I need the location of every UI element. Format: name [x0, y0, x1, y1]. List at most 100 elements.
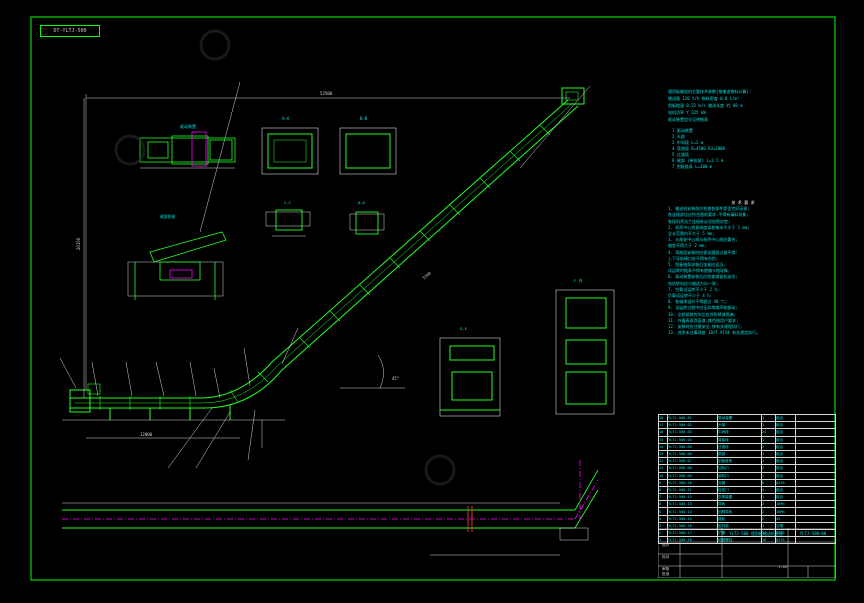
bom-cell: Q235 [775, 478, 796, 487]
bom-cell [795, 413, 836, 423]
sig-review: 审核 [662, 567, 670, 571]
bom-cell: 15 [658, 435, 668, 444]
main-dimension-lines [59, 81, 591, 469]
bom-cell [795, 536, 836, 545]
bom-cell: 组合 [775, 442, 796, 451]
bom-cell: 1 [761, 471, 776, 480]
bom-cell: 加料口 [717, 464, 762, 473]
bom-cell [795, 507, 836, 516]
bom-cell: 5 [658, 507, 668, 516]
legend-line: 6 尾部 (带张紧) L=2.5 m [672, 158, 724, 163]
note-line: 电机功率 Y 225 kW [668, 110, 706, 115]
bom-cell: 12 [658, 457, 668, 466]
bom-cell [795, 435, 836, 444]
bom-cell: 卸料口 [717, 471, 762, 480]
bom-cell: 组合 [775, 435, 796, 444]
conveyor-elevation [69, 87, 585, 420]
tech-line: 上下导轨接口处不得有台阶; [668, 255, 719, 261]
tech-line: 9. 试运转过程中应无异常噪声和振动; [668, 305, 738, 311]
bom-cell: 组合 [775, 464, 796, 473]
bom-cell: YLTJ-500-02 [667, 421, 718, 430]
tech-line: 电机转向应与输送方向一致; [668, 280, 719, 286]
view-label-f: F 向 [574, 278, 583, 283]
bom-cell [795, 478, 836, 487]
bom-cell: 张紧装置 [717, 493, 762, 502]
tech-line: 10. 全机组装完毕后应涂防锈漆两遍; [668, 311, 737, 317]
bom-cell: YLTJ-500-01 [667, 413, 718, 423]
bom-cell: YLTJ-500-12 [667, 493, 718, 502]
bom-cell: 检查门 [717, 485, 762, 495]
bom-cell: 1 [761, 421, 776, 430]
bom-cell: 9 [658, 478, 668, 487]
bom-cell: YLTJ-500-03 [667, 428, 718, 437]
bom-cell [795, 493, 836, 502]
view-label-tail: 尾部张紧 [160, 214, 175, 219]
watermark [114, 29, 456, 486]
view-label-a: A—A [282, 116, 290, 121]
bom-cell: YLTJ-500-05 [667, 442, 718, 451]
bom-cell: 24 [761, 428, 776, 437]
legend-line: 3 中间段 L=2 m [672, 140, 704, 145]
bom-cell: 4 [658, 514, 668, 523]
bom-cell: 17 [658, 421, 668, 430]
tech-line: 8. 各轴承温升不得超过 40 ℃; [668, 299, 728, 305]
bom-cell: 18 [658, 413, 668, 423]
bom-cell: YLTJ-500-13 [667, 500, 718, 509]
bom-cell [795, 500, 836, 509]
bom-cell: 14 [658, 442, 668, 451]
bom-cell: 1 [761, 435, 776, 444]
bom-cell: 组合 [775, 428, 796, 437]
dim-span: 12000 [140, 432, 153, 437]
title-block: YLTJ-500 埋刮板输送机总图 YLTJ-500-00 1:50 设计 校对… [658, 528, 836, 578]
bom-cell [795, 449, 836, 459]
bom-cell: 组合 [775, 421, 796, 430]
tech-line: 全长范围内不大于 5 mm; [668, 231, 715, 237]
bom-cell: 组合 [775, 413, 796, 423]
dim-height: 20150 [76, 237, 81, 250]
tech-line: 4. 弯曲段安装时应保证圆弧过渡平滑: [668, 249, 738, 255]
technical-requirements: 技 术 要 求 1. 输送机安装前应检查各部件是否完好无损; 各连接部位应符合图… [668, 200, 818, 336]
view-label-d: D—D [358, 200, 366, 205]
tech-line: 负载试运转不少于 4 h; [668, 293, 713, 299]
bom-cell: 8 [761, 478, 776, 487]
bom-cell: YLTJ-500-10 [667, 478, 718, 487]
outer-frame [30, 16, 836, 581]
tech-line: 7. 空载试运转不少于 2 h; [668, 286, 720, 292]
conveyor-plan-view [62, 469, 599, 541]
bom-cell: 2 [761, 464, 776, 473]
drawing-scale: 1:50 [778, 565, 787, 569]
tech-line: 5. 刮板链条安装后张紧应适当, [668, 262, 726, 268]
bom-cell: 尾部 [717, 449, 762, 459]
bom-cell: 弯曲段 [717, 435, 762, 444]
bom-cell [795, 428, 836, 437]
bom-cell: 2 [761, 500, 776, 509]
view-label-b: B—B [360, 116, 368, 121]
legend-line: 5 过渡段 [672, 152, 689, 157]
drive-assembly-view [139, 131, 236, 169]
bom-cell [795, 485, 836, 495]
sig-design: 设计 [662, 543, 670, 547]
corner-title-box: DT-YLTJ-500 [40, 25, 100, 37]
tech-line: 13. 其余未注事项按 JB/T 9154 有关规定执行。 [668, 330, 761, 336]
bom-cell [795, 471, 836, 480]
bom-cell: 6 [658, 500, 668, 509]
bom-cell: 头部 [717, 421, 762, 430]
tail-tension-view [127, 231, 227, 300]
sig-check: 校对 [662, 555, 670, 559]
section-c-view [265, 209, 311, 237]
bom-cell: 1 [761, 413, 776, 423]
bom-cell: 回程导轨 [717, 507, 762, 516]
